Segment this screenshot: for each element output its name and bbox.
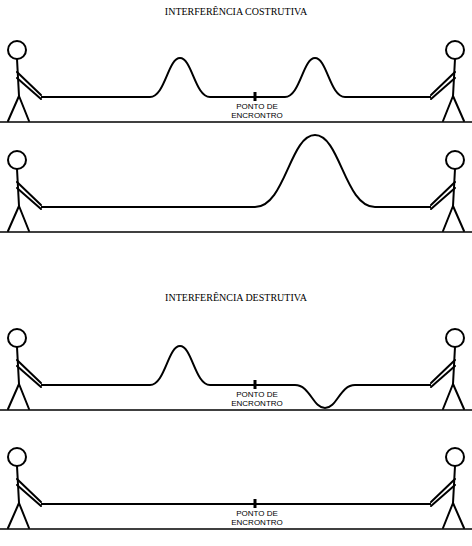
stick-figure — [431, 41, 464, 121]
stick-figure — [431, 329, 464, 409]
section-title: INTERFERÊNCIA DESTRUTIVA — [165, 292, 307, 304]
meeting-point-label: PONTO DE ENCRONTRO — [231, 102, 283, 120]
section-title: INTERFERÊNCIA COSTRUTIVA — [165, 6, 307, 18]
stick-figure — [431, 448, 464, 528]
meeting-point-label: PONTO DE ENCRONTRO — [231, 390, 283, 408]
stick-figure — [431, 151, 464, 231]
meeting-mark — [254, 92, 257, 101]
rope-wave — [41, 346, 431, 408]
stick-figure — [8, 41, 41, 121]
stick-figure — [8, 329, 41, 409]
meeting-mark — [254, 499, 257, 508]
rope-wave — [41, 135, 431, 207]
stick-figure — [8, 151, 41, 231]
ground-line — [0, 409, 472, 411]
meeting-mark — [254, 380, 257, 389]
meeting-point-label: PONTO DE ENCRONTRO — [231, 509, 283, 527]
ground-line — [0, 528, 472, 530]
ground-line — [0, 121, 472, 123]
stick-figure — [8, 448, 41, 528]
rope-wave — [41, 503, 431, 505]
rope-wave — [41, 58, 431, 97]
ground-line — [0, 231, 472, 233]
